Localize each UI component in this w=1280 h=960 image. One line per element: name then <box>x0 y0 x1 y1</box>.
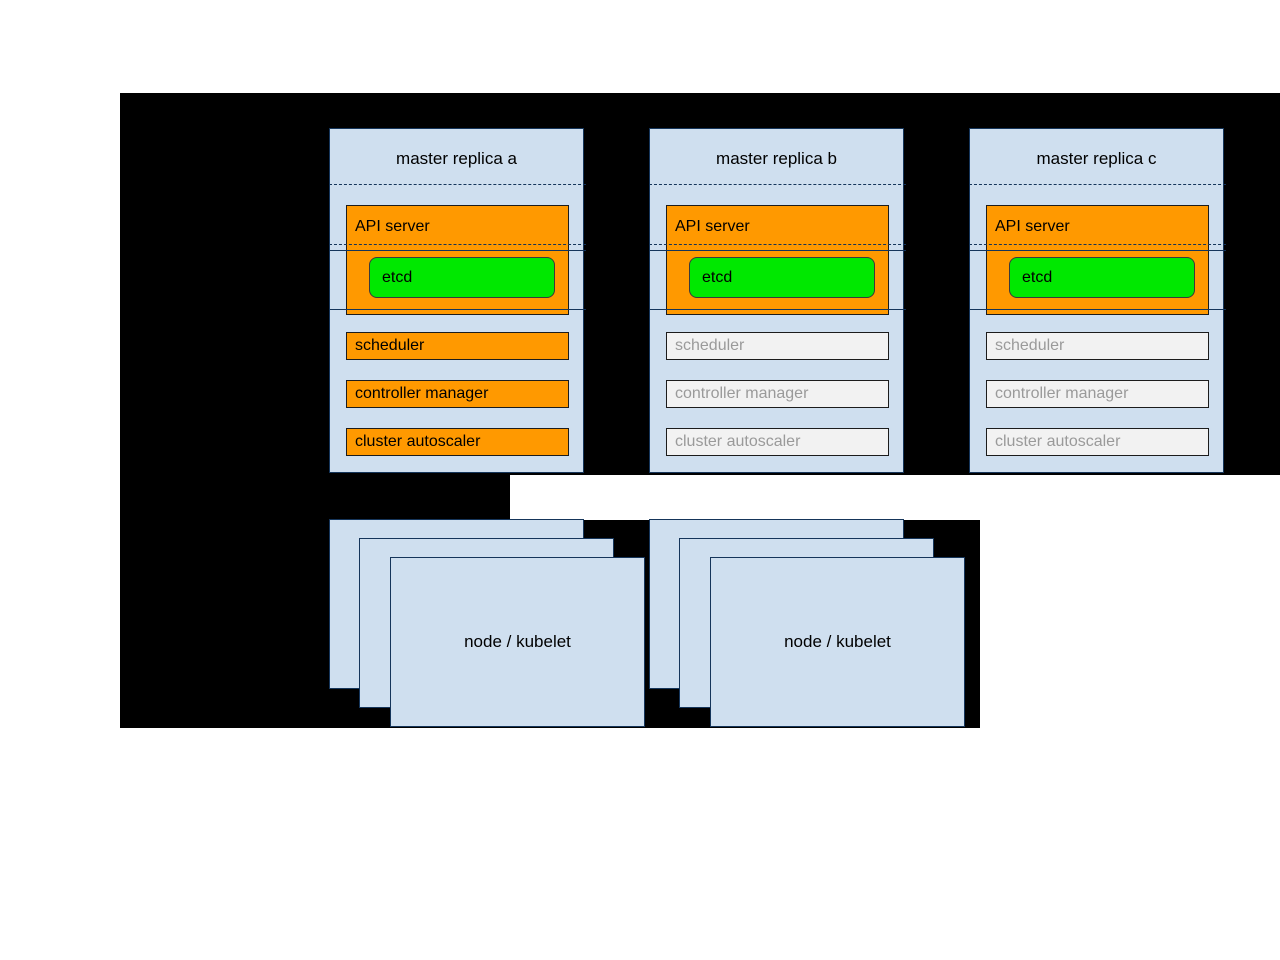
master-replica-a-card[interactable]: master replica a API server etcd schedul… <box>329 128 586 473</box>
master-replica-c-title: master replica c <box>1036 149 1157 168</box>
replica-c-cluster-autoscaler[interactable]: cluster autoscaler <box>986 428 1209 456</box>
replica-b-api-server-box[interactable]: API server etcd <box>666 205 889 315</box>
replica-c-divider-top <box>969 184 1226 185</box>
replica-b-etcd-box[interactable]: etcd <box>689 257 875 298</box>
replica-b-scheduler[interactable]: scheduler <box>666 332 889 360</box>
replica-a-divider-top <box>329 184 586 185</box>
master-replica-c-card[interactable]: master replica c API server etcd schedul… <box>969 128 1226 473</box>
replica-a-cluster-autoscaler[interactable]: cluster autoscaler <box>346 428 569 456</box>
replica-b-divider-mid <box>649 244 906 245</box>
replica-b-divider-top <box>649 184 906 185</box>
node-group-1-sheet-front[interactable] <box>390 557 645 727</box>
replica-a-rule-upper <box>329 250 586 251</box>
replica-b-rule-lower <box>649 309 906 310</box>
replica-a-controller-manager[interactable]: controller manager <box>346 380 569 408</box>
replica-c-rule-upper <box>969 250 1226 251</box>
replica-c-api-server-label: API server <box>995 218 1070 235</box>
replica-b-cluster-autoscaler[interactable]: cluster autoscaler <box>666 428 889 456</box>
replica-b-rule-upper <box>649 250 906 251</box>
replica-b-api-server-label: API server <box>675 218 750 235</box>
replica-a-etcd-box[interactable]: etcd <box>369 257 555 298</box>
backdrop-plate-middle <box>120 475 510 520</box>
replica-c-rule-lower <box>969 309 1226 310</box>
replica-c-divider-mid <box>969 244 1226 245</box>
node-group-2[interactable]: node / kubelet <box>649 519 969 729</box>
replica-c-scheduler[interactable]: scheduler <box>986 332 1209 360</box>
replica-a-api-server-box[interactable]: API server etcd <box>346 205 569 315</box>
node-group-2-label: node / kubelet <box>784 632 891 651</box>
master-replica-b-card[interactable]: master replica b API server etcd schedul… <box>649 128 906 473</box>
master-replica-a-title: master replica a <box>396 149 517 168</box>
replica-a-divider-mid <box>329 244 586 245</box>
node-group-1[interactable]: node / kubelet <box>329 519 649 729</box>
node-group-2-sheet-front[interactable] <box>710 557 965 727</box>
replica-c-api-server-box[interactable]: API server etcd <box>986 205 1209 315</box>
master-replica-b-title: master replica b <box>716 149 837 168</box>
replica-c-controller-manager[interactable]: controller manager <box>986 380 1209 408</box>
replica-b-controller-manager[interactable]: controller manager <box>666 380 889 408</box>
replica-c-etcd-box[interactable]: etcd <box>1009 257 1195 298</box>
replica-a-scheduler[interactable]: scheduler <box>346 332 569 360</box>
node-group-1-label: node / kubelet <box>464 632 571 651</box>
replica-a-api-server-label: API server <box>355 218 430 235</box>
replica-a-rule-lower <box>329 309 586 310</box>
